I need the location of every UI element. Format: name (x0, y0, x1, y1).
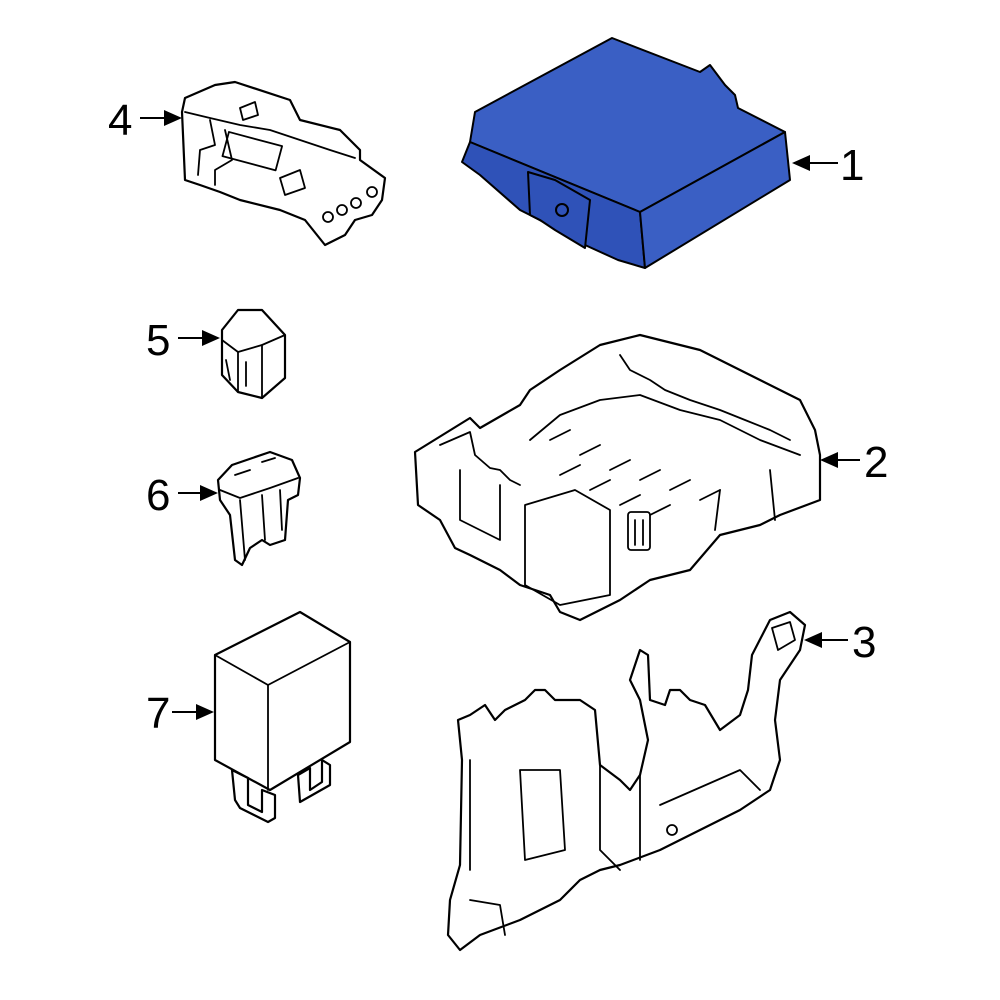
callout-label-6: 6 (146, 471, 170, 520)
callout-label-2: 2 (864, 438, 888, 487)
callout-label-7: 7 (146, 689, 170, 738)
part-4-connector[interactable] (180, 80, 387, 247)
part-6-fuse[interactable] (216, 450, 302, 567)
callout-label-1: 1 (840, 141, 864, 190)
callout-6: 6 (146, 471, 218, 520)
part-2-fuse-box[interactable] (413, 333, 822, 622)
callout-label-4: 4 (108, 96, 132, 145)
callout-4: 4 (108, 96, 182, 145)
callout-2: 2 (820, 438, 888, 487)
part-7-relay[interactable] (213, 610, 352, 824)
part-3-bracket[interactable] (446, 610, 807, 952)
callout-label-5: 5 (146, 316, 170, 365)
callout-3: 3 (804, 618, 876, 667)
part-5-fuse[interactable] (220, 308, 287, 400)
callout-5: 5 (146, 316, 220, 365)
callout-label-3: 3 (852, 618, 876, 667)
part-1-control-module[interactable] (461, 37, 791, 269)
module-side-face (639, 131, 791, 269)
callout-7: 7 (146, 689, 214, 738)
mount-hole (555, 203, 569, 217)
callout-1: 1 (792, 141, 864, 190)
